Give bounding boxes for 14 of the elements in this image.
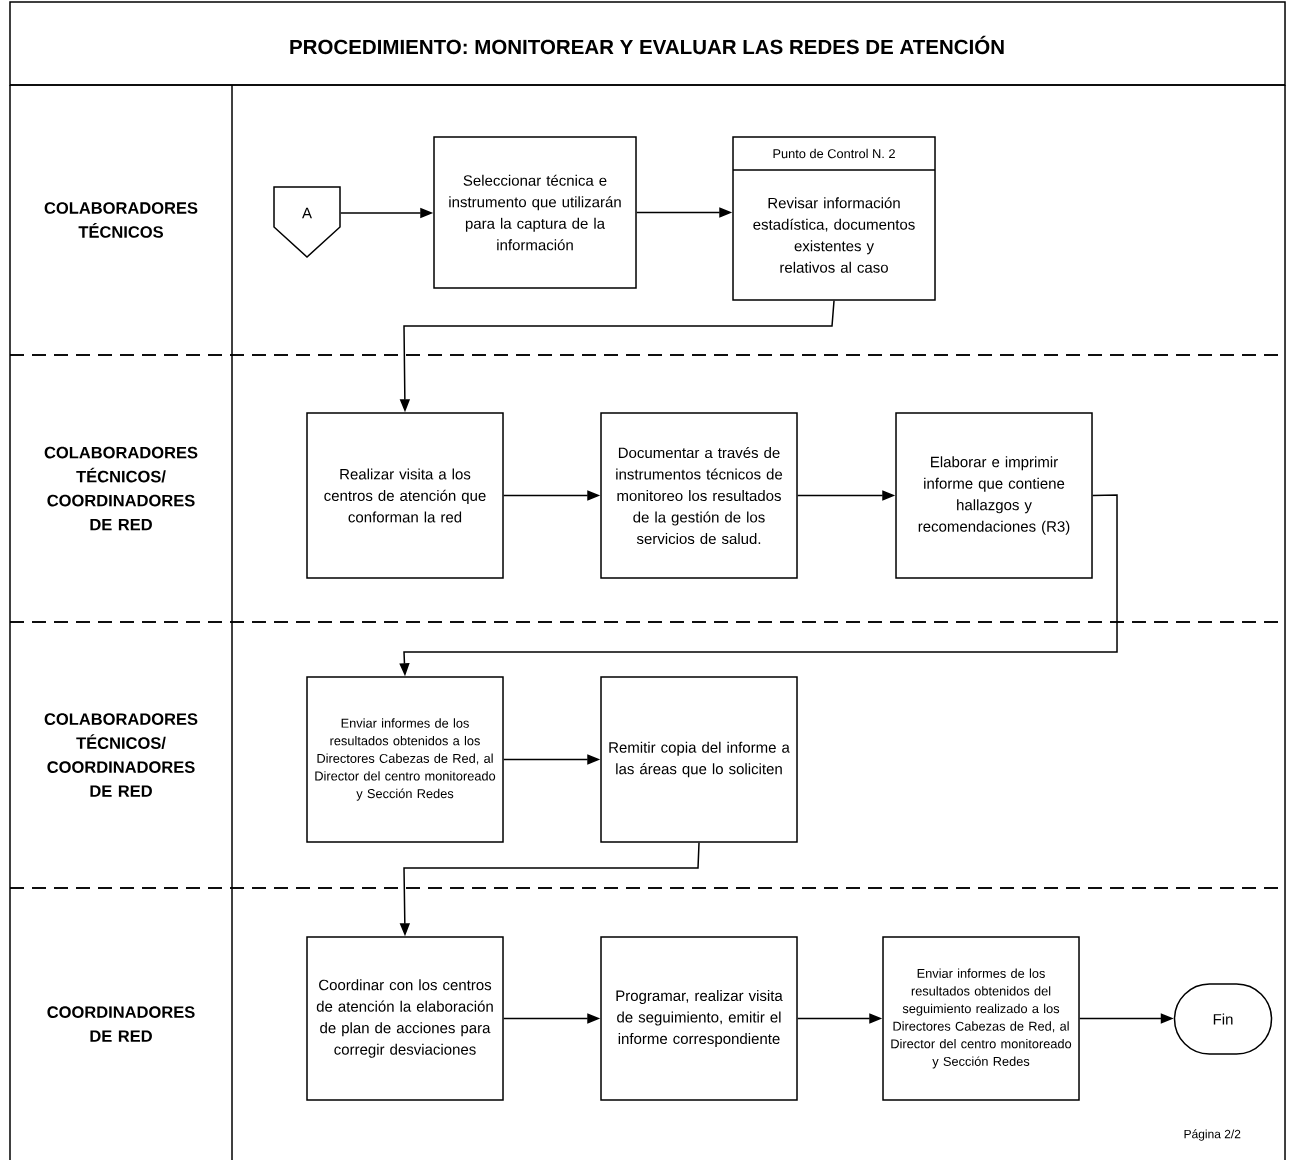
title-bar: PROCEDIMIENTO: MONITOREAR Y EVALUAR LAS REDES DE ATENCIÓN [9,1,1286,86]
control-point-box: Punto de Control N. 2 Revisar información estadística, documentos existentes y relativos al caso [732,136,936,301]
process-box: Coordinar con los centros de atención la elaboración de plan de acciones para corregir desviaciones [306,936,504,1101]
process-box: Enviar informes de los resultados obtenidos a los Directores Cabezas de Red, al Director del centro monitoreado y Sección Redes [306,676,504,843]
process-box: Enviar informes de los resultados obtenidos del seguimiento realizado a los Directores Cabezas de Red, al Director del centro monitoreado y Sección Redes [882,936,1080,1101]
process-box: Realizar visita a los centros de atención que conforman la red [306,412,504,579]
terminator: Fin [1173,983,1273,1055]
process-box: Documentar a través de instrumentos técnicos de monitoreo los resultados de la gestión de los servicios de salud. [600,412,798,579]
process-box: Seleccionar técnica e instrumento que utilizarán para la captura de la información [433,136,637,289]
process-box: Elaborar e imprimir informe que contiene hallazgos y recomendaciones (R3) [895,412,1093,579]
process-box: Remitir copia del informe a las áreas que lo soliciten [600,676,798,843]
page-number: Página 2/2 [1184,1129,1241,1141]
off-page-connector: A [273,186,341,259]
process-box: Programar, realizar visita de seguimiento, emitir el informe correspondiente [600,936,798,1101]
